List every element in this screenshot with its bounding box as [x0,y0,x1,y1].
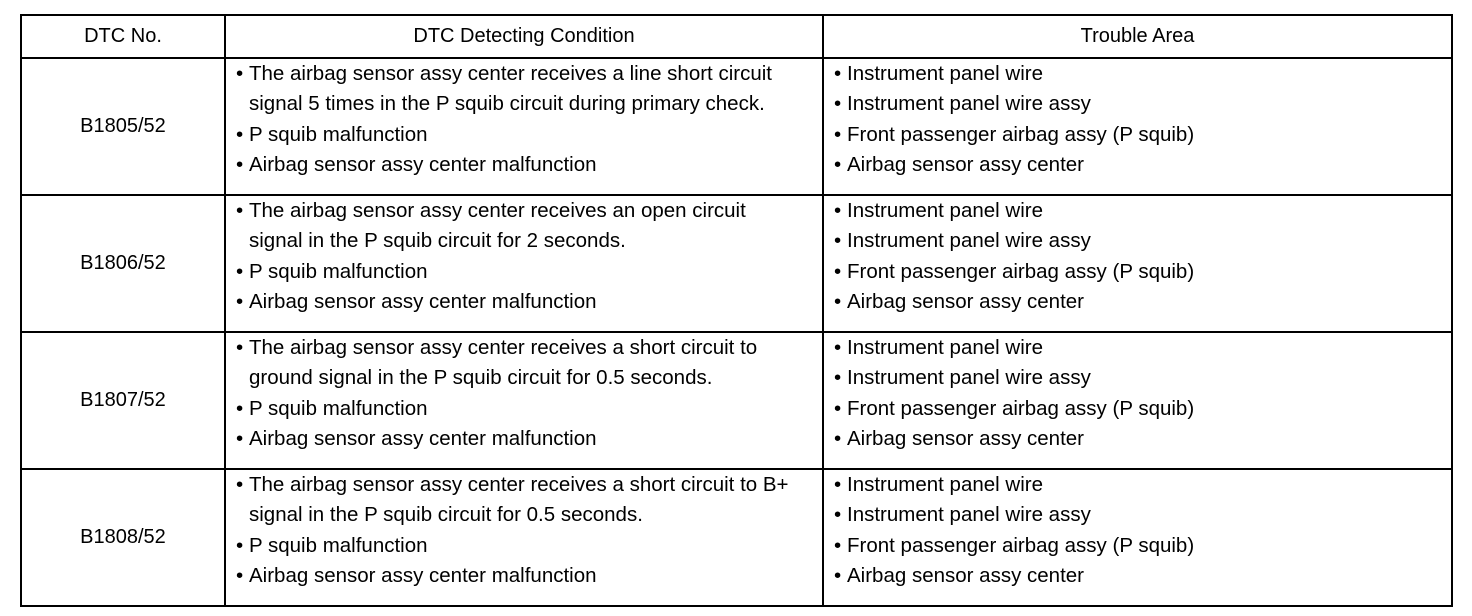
trouble-area-cell: Instrument panel wire Instrument panel w… [822,468,1453,607]
trouble-area-item: Instrument panel wire assy [834,89,1451,120]
condition-item: P squib malfunction [236,531,822,562]
trouble-area-list: Instrument panel wire Instrument panel w… [824,59,1451,180]
condition-item: The airbag sensor assy center receives a… [236,196,789,257]
trouble-area-list: Instrument panel wire Instrument panel w… [824,333,1451,454]
trouble-area-item: Instrument panel wire [834,470,1451,501]
trouble-area-cell: Instrument panel wire Instrument panel w… [822,57,1453,196]
condition-item: Airbag sensor assy center malfunction [236,424,822,455]
trouble-area-item: Instrument panel wire assy [834,363,1451,394]
trouble-area-item: Airbag sensor assy center [834,150,1451,181]
table-row: B1805/52 The airbag sensor assy center r… [20,57,1453,196]
trouble-area-item: Instrument panel wire [834,333,1451,364]
trouble-area-cell: Instrument panel wire Instrument panel w… [822,194,1453,333]
condition-item: The airbag sensor assy center receives a… [236,333,804,394]
condition-cell: The airbag sensor assy center receives a… [224,331,824,470]
trouble-area-item: Instrument panel wire [834,59,1451,90]
condition-item: Airbag sensor assy center malfunction [236,150,822,181]
condition-cell: The airbag sensor assy center receives a… [224,57,824,196]
header-row: DTC No. DTC Detecting Condition Trouble … [20,14,1453,59]
dtc-code: B1808/52 [20,468,226,607]
condition-list: The airbag sensor assy center receives a… [226,59,822,180]
condition-item: The airbag sensor assy center receives a… [236,470,804,531]
trouble-area-cell: Instrument panel wire Instrument panel w… [822,331,1453,470]
condition-item: The airbag sensor assy center receives a… [236,59,809,120]
condition-item: P squib malfunction [236,394,822,425]
trouble-area-item: Front passenger airbag assy (P squib) [834,394,1451,425]
trouble-area-item: Front passenger airbag assy (P squib) [834,257,1451,288]
trouble-area-item: Airbag sensor assy center [834,287,1451,318]
table-row: B1806/52 The airbag sensor assy center r… [20,194,1453,333]
table-row: B1808/52 The airbag sensor assy center r… [20,468,1453,607]
trouble-area-item: Instrument panel wire [834,196,1451,227]
trouble-area-item: Front passenger airbag assy (P squib) [834,531,1451,562]
condition-item: Airbag sensor assy center malfunction [236,287,822,318]
trouble-area-item: Airbag sensor assy center [834,424,1451,455]
trouble-area-item: Instrument panel wire assy [834,226,1451,257]
condition-item: P squib malfunction [236,120,822,151]
dtc-code: B1807/52 [20,331,226,470]
trouble-area-item: Airbag sensor assy center [834,561,1451,592]
condition-list: The airbag sensor assy center receives a… [226,196,822,317]
trouble-area-item: Front passenger airbag assy (P squib) [834,120,1451,151]
table-row: B1807/52 The airbag sensor assy center r… [20,331,1453,470]
condition-list: The airbag sensor assy center receives a… [226,333,822,454]
condition-list: The airbag sensor assy center receives a… [226,470,822,591]
condition-item: P squib malfunction [236,257,822,288]
header-detecting-condition: DTC Detecting Condition [224,14,824,59]
dtc-code: B1806/52 [20,194,226,333]
condition-item: Airbag sensor assy center malfunction [236,561,822,592]
trouble-area-list: Instrument panel wire Instrument panel w… [824,470,1451,591]
trouble-area-item: Instrument panel wire assy [834,500,1451,531]
header-dtc-no: DTC No. [20,14,226,59]
condition-cell: The airbag sensor assy center receives a… [224,468,824,607]
dtc-table: DTC No. DTC Detecting Condition Trouble … [20,14,1453,607]
trouble-area-list: Instrument panel wire Instrument panel w… [824,196,1451,317]
dtc-code: B1805/52 [20,57,226,196]
header-trouble-area: Trouble Area [822,14,1453,59]
condition-cell: The airbag sensor assy center receives a… [224,194,824,333]
